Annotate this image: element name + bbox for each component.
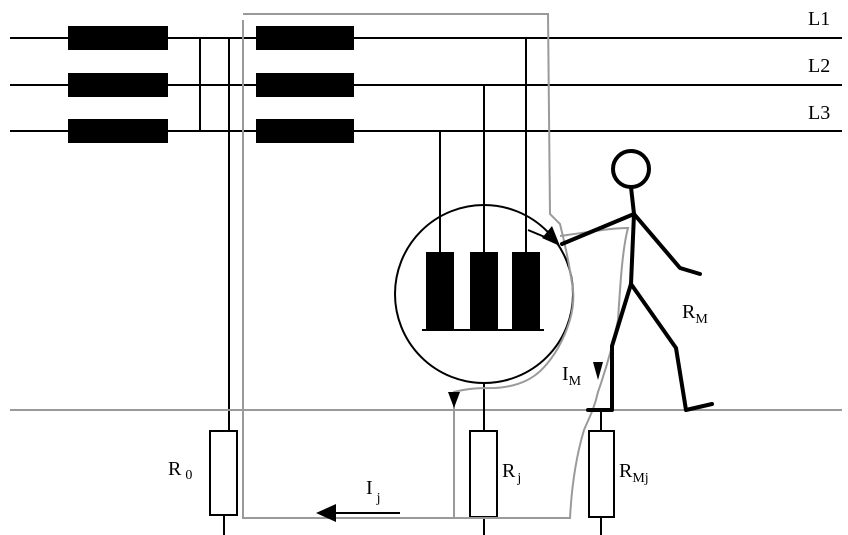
transformer-primary (68, 26, 201, 143)
secondary-winding-3 (256, 119, 354, 143)
touch-arrow-tail (527, 229, 553, 241)
primary-winding-1 (68, 26, 168, 50)
primary-winding-3 (68, 119, 168, 143)
label-l2: L2 (808, 55, 830, 77)
primary-winding-2 (68, 73, 168, 97)
secondary-winding-2 (256, 73, 354, 97)
label-rmj: RMj (619, 460, 649, 486)
person-leg-back (629, 282, 714, 412)
person-arm-touch (560, 212, 636, 246)
resistor-rmj (588, 410, 615, 535)
label-im: IM (562, 363, 582, 389)
ground-path-arrow (448, 392, 460, 408)
arrows (316, 226, 603, 522)
line-labels: L1 L2 L3 (808, 8, 830, 124)
primary-star-bus (168, 37, 201, 132)
device-winding-1 (426, 252, 454, 330)
touch-arrow (542, 226, 560, 246)
person-head (611, 149, 651, 189)
transformer-secondary (228, 26, 354, 430)
person-arm-back (632, 212, 702, 276)
person-torso (629, 212, 636, 286)
device (394, 38, 574, 431)
person-figure (560, 149, 714, 412)
label-rm: RM (682, 301, 708, 327)
person-leg-front (586, 282, 633, 412)
label-l1: L1 (808, 8, 830, 30)
im-arrow (593, 362, 603, 380)
secondary-winding-1 (256, 26, 354, 50)
resistor-rj (469, 430, 498, 535)
person-neck (629, 185, 636, 216)
fault-current-path (242, 13, 630, 519)
label-l3: L3 (808, 102, 830, 124)
ij-arrow-head (316, 504, 336, 522)
device-winding-3 (512, 252, 540, 330)
neutral-bus (228, 37, 256, 430)
resistor-r0 (209, 430, 238, 535)
device-winding-2 (470, 252, 498, 330)
